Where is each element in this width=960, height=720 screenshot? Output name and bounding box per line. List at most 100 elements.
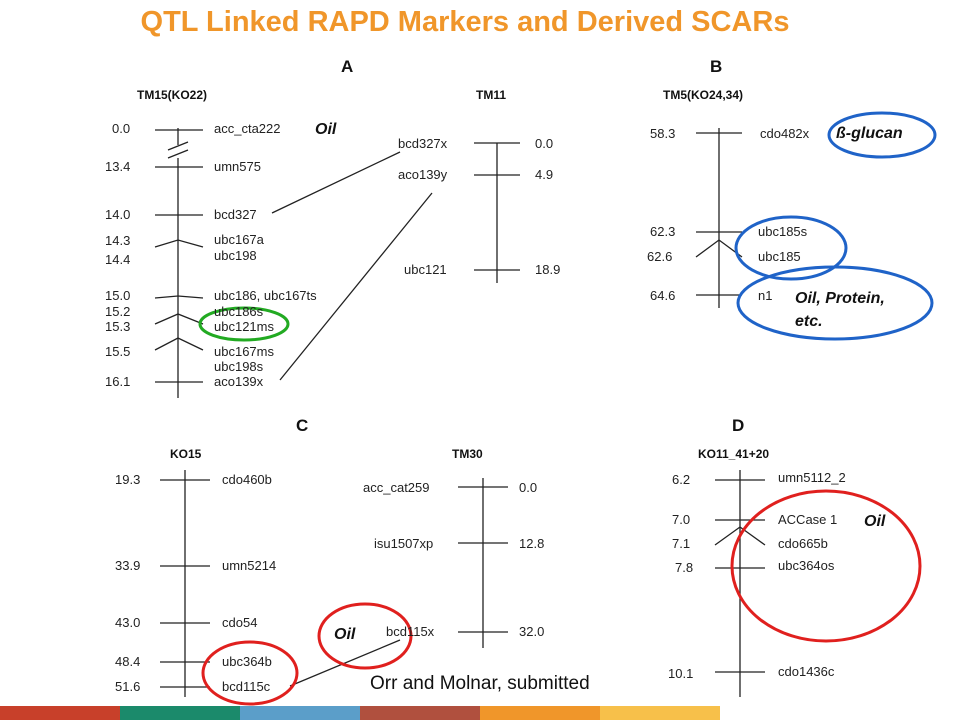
citation-text: Orr and Molnar, submitted	[370, 673, 590, 694]
position-label: 14.3	[105, 233, 131, 248]
panel-label-b: B	[710, 57, 723, 76]
blue-highlight-ellipse-glucan	[827, 111, 937, 159]
footer-color-bar	[0, 706, 720, 720]
map-name-tm11: TM11	[476, 88, 507, 102]
ko11-tick	[714, 526, 766, 546]
marker-label: cdo482x	[760, 126, 810, 141]
position-label: 16.1	[105, 374, 131, 389]
position-label: 19.3	[115, 472, 141, 487]
map-name-ko11: KO11_41+20	[698, 447, 770, 461]
marker-label: cdo54	[222, 615, 258, 630]
marker-label: acc_cta222	[214, 121, 281, 136]
tm15-break-mark	[167, 141, 189, 151]
tm15-tick	[154, 239, 204, 248]
trait-label-oil-protein: Oil, Protein,	[795, 290, 885, 307]
map-name-tm5: TM5(KO24,34)	[663, 88, 744, 102]
footer-stripe	[480, 706, 600, 720]
footer-stripe	[600, 706, 720, 720]
marker-label: ACCase 1	[778, 512, 838, 527]
marker-label: ubc364os	[778, 558, 835, 573]
position-label: 6.2	[672, 472, 691, 487]
connector-bcd115	[289, 639, 401, 687]
blue-highlight-ellipse-oil-protein	[736, 265, 934, 341]
panel-label-c: C	[296, 416, 309, 435]
trait-label-oil: Oil	[315, 121, 337, 138]
marker-label: bcd115c	[222, 679, 271, 694]
panel-label-a: A	[341, 57, 354, 76]
marker-label: acc_cat259	[363, 480, 430, 495]
marker-label: umn5112_2	[778, 470, 846, 485]
position-label: 15.2	[105, 304, 131, 319]
map-name-tm15: TM15(KO22)	[137, 88, 208, 102]
position-label: 13.4	[105, 159, 131, 174]
red-highlight-ellipse-ko11	[730, 489, 922, 643]
position-label: 43.0	[115, 615, 141, 630]
position-label: 32.0	[519, 624, 545, 639]
position-label: 14.0	[105, 207, 131, 222]
red-highlight-ellipse-bcd115x	[317, 602, 413, 670]
footer-stripe	[120, 706, 240, 720]
marker-label: ubc364b	[222, 654, 272, 669]
marker-label: ubc198	[214, 248, 257, 263]
marker-label: bcd327x	[398, 136, 448, 151]
marker-label: umn5214	[222, 558, 277, 573]
page-title: QTL Linked RAPD Markers and Derived SCAR…	[140, 6, 790, 38]
tm15-tick	[154, 337, 204, 351]
position-label: 48.4	[115, 654, 141, 669]
marker-label: ubc185s	[758, 224, 808, 239]
connector-bcd327	[271, 151, 401, 214]
marker-label: umn575	[214, 159, 261, 174]
panel-label-d: D	[732, 416, 745, 435]
marker-label: aco139x	[214, 374, 264, 389]
footer-stripe	[360, 706, 480, 720]
position-label: 0.0	[112, 121, 131, 136]
position-label: 15.0	[105, 288, 131, 303]
position-label: 0.0	[535, 136, 554, 151]
position-label: 51.6	[115, 679, 141, 694]
tm15-tick	[154, 313, 204, 325]
tm15-tick	[154, 295, 204, 299]
position-label: 33.9	[115, 558, 141, 573]
marker-label: ubc186s	[214, 304, 264, 319]
marker-label: n1	[758, 288, 773, 303]
marker-label: ubc167ms	[214, 344, 274, 359]
marker-label: ubc121ms	[214, 319, 274, 334]
position-label: 7.0	[672, 512, 691, 527]
marker-label: ubc198s	[214, 359, 264, 374]
position-label: 14.4	[105, 252, 131, 267]
marker-label: cdo460b	[222, 472, 272, 487]
position-label: 18.9	[535, 262, 561, 277]
marker-label: ubc121	[404, 262, 447, 277]
blue-highlight-ellipse-ubc185	[734, 215, 848, 281]
connector-aco139	[279, 192, 433, 381]
position-label: 62.3	[650, 224, 676, 239]
position-label: 64.6	[650, 288, 676, 303]
position-label: 62.6	[647, 249, 673, 264]
trait-label-oil: Oil	[334, 626, 356, 643]
position-label: 7.1	[672, 536, 691, 551]
position-label: 15.3	[105, 319, 131, 334]
map-name-tm30: TM30	[452, 447, 483, 461]
tm5-tick	[695, 239, 743, 258]
green-highlight-ellipse	[198, 306, 290, 342]
marker-label: isu1507xp	[374, 536, 434, 551]
marker-label: bcd115x	[386, 624, 435, 639]
position-label: 4.9	[535, 167, 554, 182]
position-label: 7.8	[675, 560, 694, 575]
position-label: 15.5	[105, 344, 131, 359]
red-highlight-ellipse-ubc364b	[201, 640, 299, 706]
marker-label: ubc167a	[214, 232, 264, 247]
position-label: 12.8	[519, 536, 545, 551]
trait-label-oil: Oil	[864, 513, 886, 530]
marker-label: ubc186, ubc167ts	[214, 288, 317, 303]
marker-label: cdo665b	[778, 536, 828, 551]
position-label: 58.3	[650, 126, 676, 141]
footer-stripe	[0, 706, 120, 720]
map-name-ko15: KO15	[170, 447, 202, 461]
marker-label: ubc185	[758, 249, 801, 264]
footer-stripe	[240, 706, 360, 720]
position-label: 0.0	[519, 480, 538, 495]
marker-label: cdo1436c	[778, 664, 835, 679]
trait-label-etc: etc.	[795, 313, 823, 330]
